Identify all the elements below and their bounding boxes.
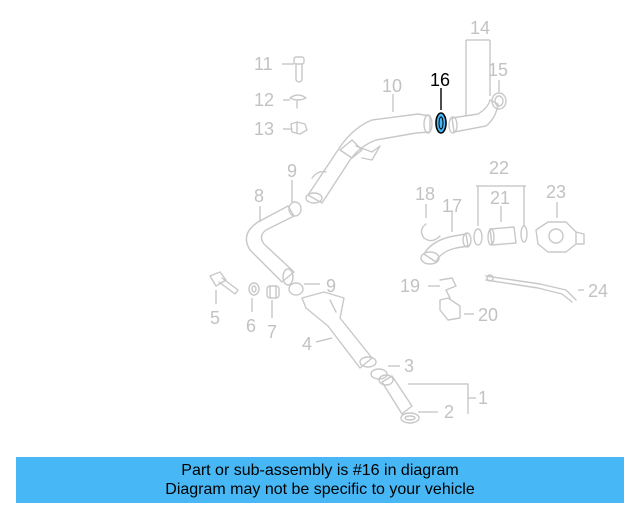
- callout-4: 4: [302, 334, 312, 354]
- part-13-nut: [290, 121, 308, 135]
- callout-3: 3: [404, 356, 414, 376]
- part-11-bolt: [293, 56, 305, 83]
- part-9-upper-clamp: [288, 201, 302, 217]
- callout-17: 17: [442, 196, 462, 216]
- part-10-upper-hose: [305, 113, 433, 204]
- part-15-o-ring: [491, 92, 507, 110]
- callout-8: 8: [254, 186, 264, 206]
- callout-6: 6: [246, 316, 256, 336]
- callout-9-lower: 9: [326, 276, 336, 296]
- callout-20: 20: [478, 305, 498, 325]
- callout-10: 10: [382, 76, 402, 96]
- callout-13: 13: [254, 119, 274, 139]
- leader-lines: [215, 39, 584, 414]
- part-18-spring-clip: [420, 223, 441, 242]
- callout-14: 14: [470, 18, 490, 38]
- part-20-bracket: [439, 297, 461, 321]
- part-9-lower-clamp: [288, 282, 304, 296]
- callout-21: 21: [490, 188, 510, 208]
- part-17-elbow-hose: [420, 232, 472, 265]
- parts-diagram: 11 12 13 10 14 15 16 9 8 9 5 6 7 4 3 1 2…: [209, 18, 608, 424]
- part-23-housing: [535, 221, 585, 253]
- part-22-clamp-right: [520, 225, 528, 243]
- callout-23: 23: [546, 182, 566, 202]
- banner-line-2: Diagram may not be specific to your vehi…: [165, 481, 475, 498]
- callout-11: 11: [254, 54, 273, 74]
- callout-1: 1: [478, 388, 488, 408]
- part-22-clamp-left: [473, 228, 483, 246]
- part-24-rod: [485, 274, 577, 303]
- part-3-clamp: [370, 368, 388, 380]
- info-banner: Part or sub-assembly is #16 in diagram D…: [16, 457, 624, 503]
- part-2-clamp: [400, 412, 420, 424]
- part-1-lower-hose: [378, 374, 413, 415]
- part-16-hose-clamp: [435, 112, 447, 134]
- callout-9-upper: 9: [287, 161, 297, 181]
- callout-16: 16: [430, 70, 450, 90]
- callout-5: 5: [210, 308, 220, 328]
- banner-line-1: Part or sub-assembly is #16 in diagram: [181, 462, 459, 479]
- callout-2: 2: [444, 402, 454, 422]
- callout-18: 18: [415, 184, 435, 204]
- callouts: 11 12 13 10 14 15 16 9 8 9 5 6 7 4 3 1 2…: [210, 18, 608, 422]
- part-7-bushing: [266, 285, 280, 299]
- part-12-clip: [289, 94, 307, 109]
- callout-19: 19: [400, 276, 420, 296]
- part-8-bent-hose: [245, 205, 295, 286]
- part-21-connector: [487, 226, 517, 246]
- callout-12: 12: [254, 90, 274, 110]
- callout-22: 22: [489, 158, 509, 178]
- part-14-elbow-hose: [448, 99, 499, 134]
- part-19-bracket: [439, 277, 457, 299]
- callout-7: 7: [267, 322, 277, 342]
- part-5-bolt: [209, 271, 239, 295]
- part-4-lower-pipe: [301, 291, 377, 369]
- callout-15: 15: [488, 60, 508, 80]
- callout-24: 24: [588, 281, 608, 301]
- part-6-washer: [248, 282, 260, 296]
